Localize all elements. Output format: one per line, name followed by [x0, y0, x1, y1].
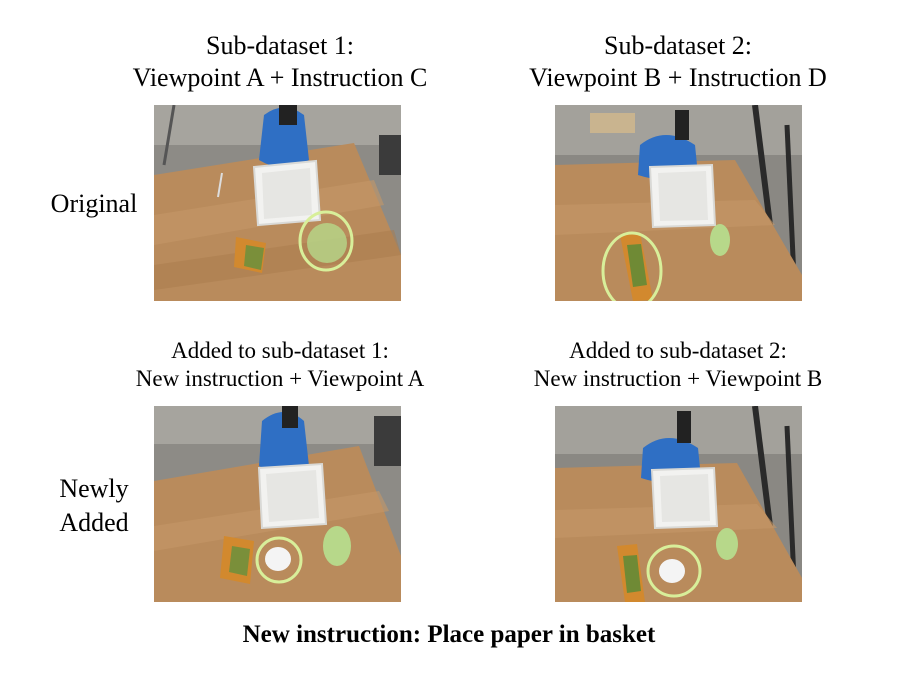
footer-instruction: New instruction: Place paper in basket	[242, 621, 656, 648]
photo-newly-added-viewpoint-a	[154, 406, 401, 602]
row-label-original: Original	[50, 189, 138, 218]
col2-added-line2: New instruction + Viewpoint B	[533, 366, 823, 392]
col2-added-line1: Added to sub-dataset 2:	[569, 338, 787, 363]
row-label-newly-added: Newly Added	[40, 472, 148, 540]
col1-added-heading: Added to sub-dataset 1: New instruction …	[90, 337, 470, 393]
col1-heading-line2: Viewpoint A + Instruction C	[132, 62, 428, 92]
col1-added-line2: New instruction + Viewpoint A	[135, 366, 425, 392]
photo-newly-added-viewpoint-b	[555, 406, 802, 602]
row-label-newly: Newly	[59, 474, 129, 503]
col2-added-heading: Added to sub-dataset 2: New instruction …	[488, 337, 868, 393]
col2-heading: Sub-dataset 2: Viewpoint B + Instruction…	[488, 30, 868, 93]
col1-heading-line1: Sub-dataset 1:	[205, 31, 355, 60]
col1-heading: Sub-dataset 1: Viewpoint A + Instruction…	[90, 30, 470, 93]
col1-added-line1: Added to sub-dataset 1:	[171, 338, 389, 363]
col2-heading-line1: Sub-dataset 2:	[603, 31, 753, 60]
col2-heading-line2: Viewpoint B + Instruction D	[529, 62, 827, 92]
photo-original-viewpoint-b	[555, 105, 802, 301]
row-label-added: Added	[59, 507, 129, 537]
photo-original-viewpoint-a	[154, 105, 401, 301]
